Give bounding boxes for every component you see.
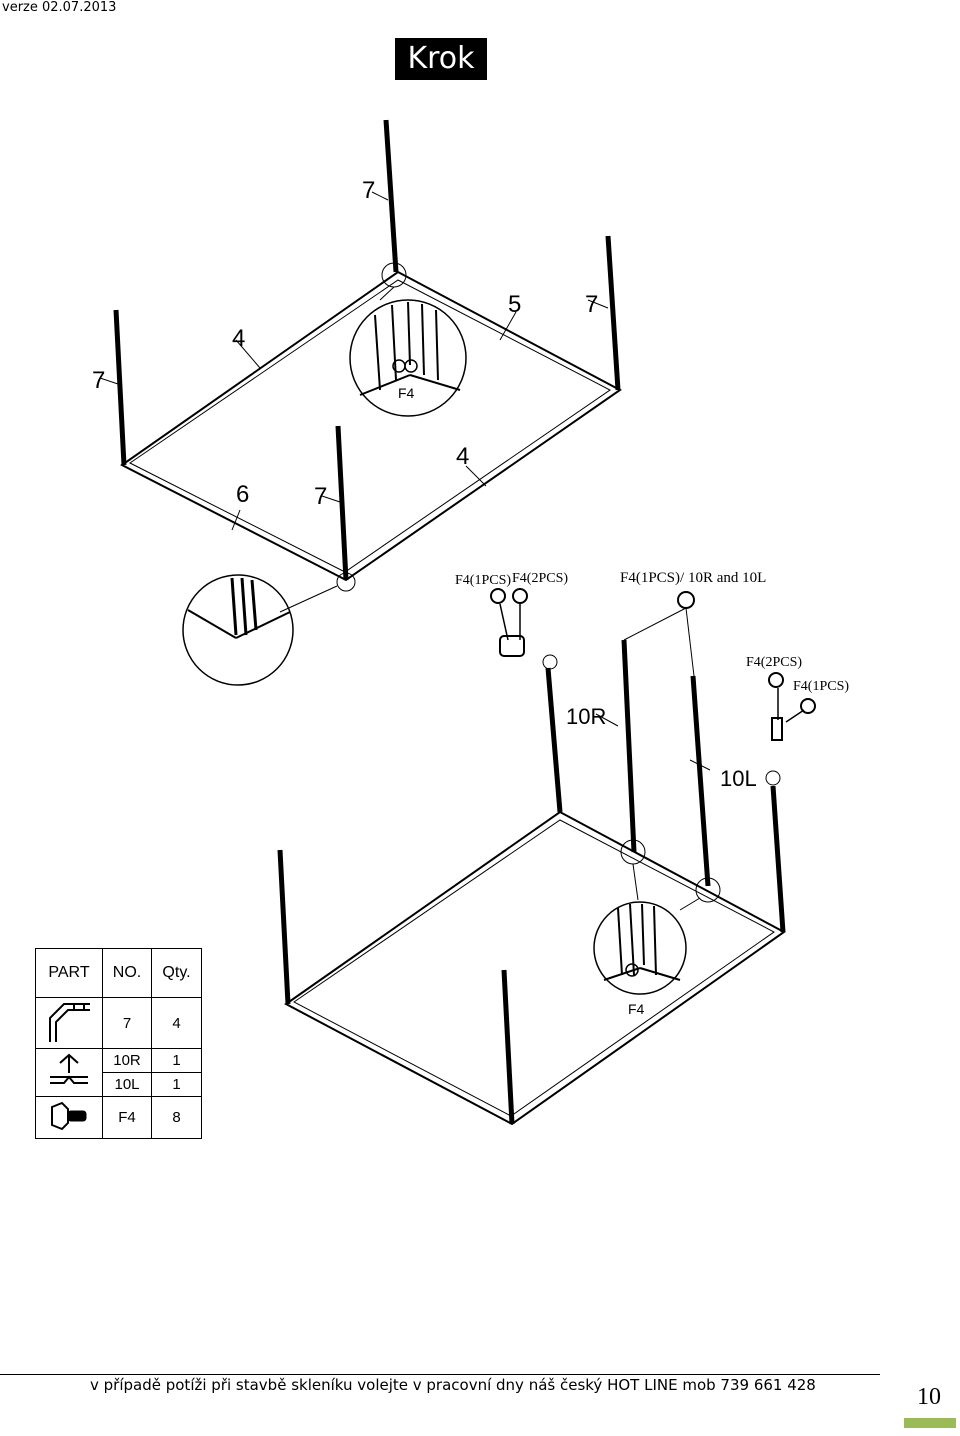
label-10R: 10R [566, 704, 606, 729]
table-row: 10R 10L 1 1 [35, 1048, 202, 1097]
corner-detail-top [349, 299, 467, 417]
label-6: 6 [236, 481, 249, 508]
upper-post-1 [383, 119, 399, 273]
detail-label-f4-bottom: F4 [628, 1001, 645, 1017]
post-right [770, 785, 786, 933]
header-part: PART [35, 948, 103, 998]
corner-detail-bottom [593, 901, 687, 995]
part-no-10R: 10R [113, 1052, 141, 1069]
detail-label-f4: F4 [398, 385, 415, 401]
header-qty: Qty. [151, 948, 202, 998]
upper-post-3 [605, 235, 621, 391]
bolt-icon [35, 1096, 103, 1139]
table-row: 7 4 [35, 997, 202, 1049]
upper-post-4 [335, 425, 349, 581]
label-7-left: 7 [92, 367, 105, 394]
post-10R [545, 667, 563, 813]
post-10L [690, 675, 711, 887]
part-no-10L: 10L [103, 1072, 151, 1096]
label-f4-2pcs: F4(2PCS) [512, 571, 568, 586]
nut-icon [499, 635, 525, 657]
qty-F4: 8 [151, 1096, 202, 1139]
part-no-7: 7 [102, 997, 152, 1049]
parts-table: PART NO. Qty. 7 4 10R 10L 1 1 F4 8 [35, 948, 202, 1139]
post-left [277, 849, 291, 1005]
label-7-right: 7 [585, 291, 598, 318]
table-row: F4 8 [35, 1096, 202, 1139]
qty-7: 4 [151, 997, 202, 1049]
bolt-icon [512, 588, 528, 604]
bolt-icon [677, 591, 695, 609]
qty-10R: 1 [172, 1052, 181, 1069]
bolt-icon [800, 698, 816, 714]
step-title: Krok 4 [395, 38, 487, 118]
header-no: NO. [102, 948, 152, 998]
footer-divider [0, 1374, 880, 1375]
label-10L: 10L [720, 766, 757, 791]
part-no-F4: F4 [102, 1096, 152, 1139]
label-5: 5 [508, 291, 521, 318]
footer-hotline: v případě potíži při stavbě skleníku vol… [90, 1376, 816, 1394]
lower-frame [284, 810, 786, 1126]
label-4-front: 4 [456, 443, 469, 470]
qty-10L: 1 [152, 1072, 201, 1096]
corner-profile-icon [35, 997, 103, 1049]
post-mid [621, 639, 637, 853]
corner-detail-left [182, 574, 294, 686]
table-header-row: PART NO. Qty. [35, 948, 202, 998]
page-number-bar [904, 1418, 956, 1428]
bracket-profile-icon [35, 1048, 103, 1097]
label-f4-2pcs-right: F4(2PCS) [746, 655, 802, 670]
bolt-icon [490, 588, 506, 604]
version-label: verze 02.07.2013 [2, 0, 117, 15]
label-7-front: 7 [314, 483, 327, 510]
label-f4-1pcs: F4(1PCS) [455, 573, 511, 588]
label-f4-1pcs-right: F4(1PCS) [793, 679, 849, 694]
upper-post-2 [113, 309, 127, 466]
label-4-left: 4 [232, 325, 245, 352]
upper-frame [120, 270, 622, 582]
label-f4-10r-10l: F4(1PCS)/ 10R and 10L [620, 570, 766, 586]
page-number: 10 [917, 1384, 941, 1410]
bolt-icon [768, 672, 784, 688]
post-front [501, 969, 515, 1125]
label-7-top: 7 [362, 177, 375, 204]
